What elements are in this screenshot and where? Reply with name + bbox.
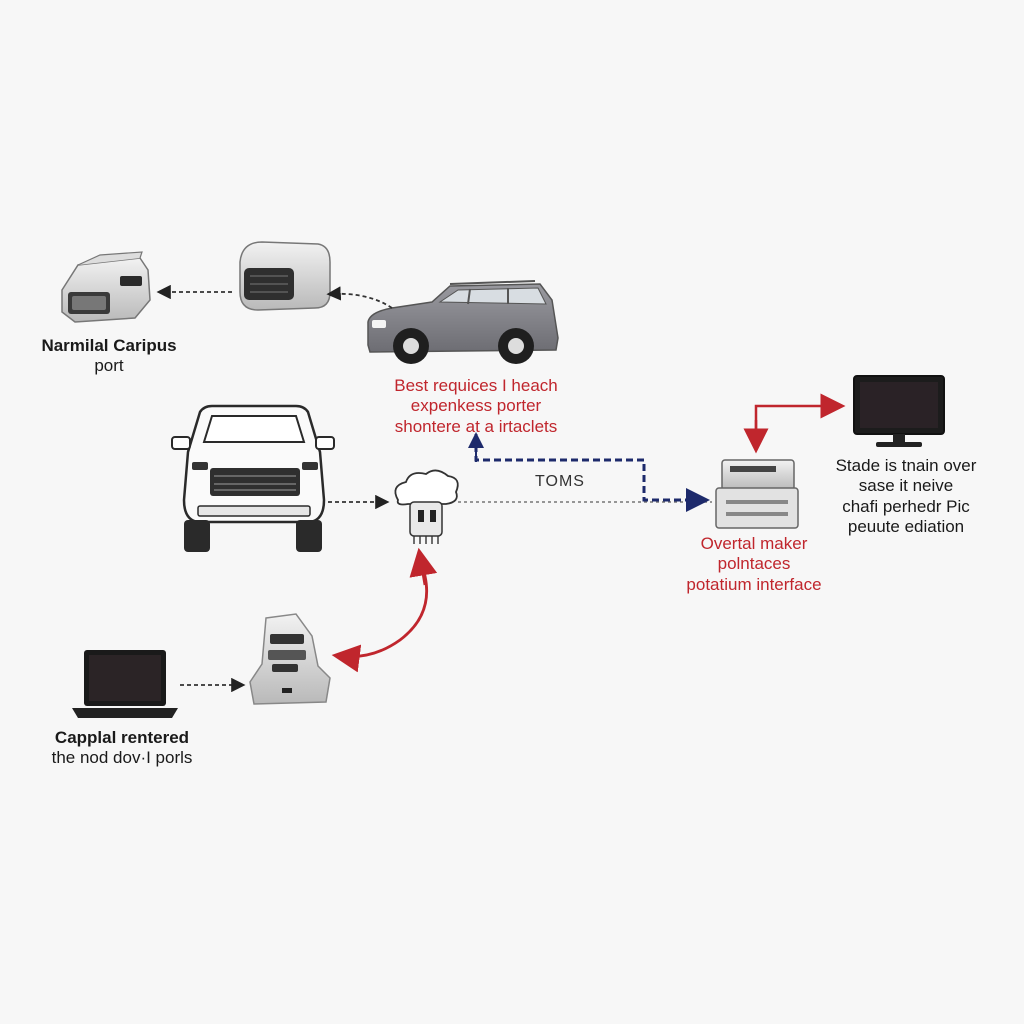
- monitor-note-line4: peuute ediation: [847, 517, 965, 537]
- car-note-label: Best requices I heach expenkess porter s…: [360, 376, 592, 437]
- obd-port-label-line2: port: [94, 356, 124, 376]
- printer-icon: [715, 459, 799, 529]
- obd-port-label: Narmilal Caripus port: [20, 336, 198, 377]
- car-note-line3: shontere at a irtaclets: [394, 416, 558, 436]
- connector-lines: [156, 284, 846, 693]
- monitor-icon: [853, 375, 945, 447]
- car-note-line1: Best requices I heach: [394, 376, 558, 395]
- laptop-icon: [72, 650, 178, 718]
- monitor-note-line2: sase it neive: [858, 476, 954, 496]
- suv-car-icon: [367, 280, 559, 364]
- laptop-note-line2: the nod dov·I porls: [51, 748, 193, 768]
- printer-note-line2: polntaces: [717, 554, 791, 574]
- printer-note-label: Overtal maker polntaces potatium interfa…: [664, 534, 844, 595]
- obd-adapter-icon: [239, 241, 331, 311]
- obd-port-label-line1: Narmilal Caripus: [41, 336, 177, 355]
- printer-note-line3: potatium interface: [686, 574, 822, 594]
- truck-front-icon: [171, 404, 335, 552]
- laptop-note-line1: Capplal rentered: [54, 728, 190, 747]
- car-note-line2: expenkess porter: [410, 396, 542, 416]
- monitor-note-line3: chafi perhedr Pic: [842, 496, 970, 516]
- link-label-text: TOMS: [535, 473, 585, 490]
- link-label: TOMS: [510, 472, 610, 491]
- monitor-note-line1: Stade is tnain over: [835, 456, 977, 475]
- obd-connector-icon: [61, 251, 151, 323]
- laptop-note-label: Capplal rentered the nod dov·I porls: [28, 728, 216, 769]
- scanner-device-icon: [249, 613, 331, 705]
- printer-note-line1: Overtal maker: [700, 534, 808, 553]
- monitor-note-label: Stade is tnain over sase it neive chafi …: [818, 456, 994, 538]
- cloud-device-icon: [394, 469, 459, 544]
